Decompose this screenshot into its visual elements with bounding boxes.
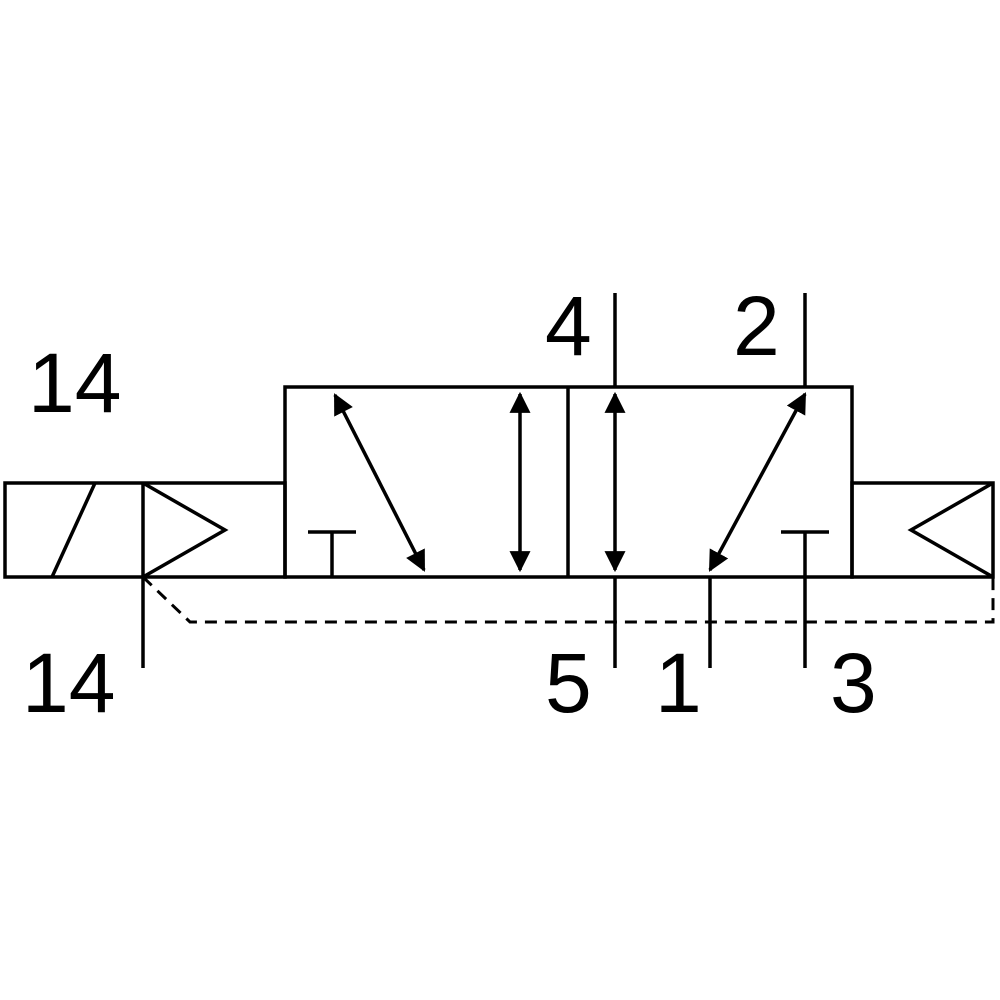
blocked-port-right [781, 530, 829, 577]
left-position-paths [308, 391, 531, 577]
pilot-label-bottom: 14 [22, 636, 115, 730]
blocked-port-left [308, 530, 356, 577]
pilot-label-top: 14 [28, 336, 121, 430]
flow-arrow-diagonal-right [708, 392, 807, 572]
pneumatic-return-actuator [850, 481, 995, 579]
valve-body [283, 385, 854, 579]
port-label-4: 4 [545, 279, 592, 373]
flow-arrow-diagonal-left [333, 393, 426, 572]
port-label-5: 5 [545, 636, 592, 730]
pilot-dashed-line [141, 575, 995, 624]
right-position-paths [604, 391, 829, 577]
solenoid-actuator [3, 481, 287, 579]
port-label-1: 1 [655, 636, 702, 730]
port-label-3: 3 [830, 636, 877, 730]
port-label-2: 2 [733, 279, 780, 373]
